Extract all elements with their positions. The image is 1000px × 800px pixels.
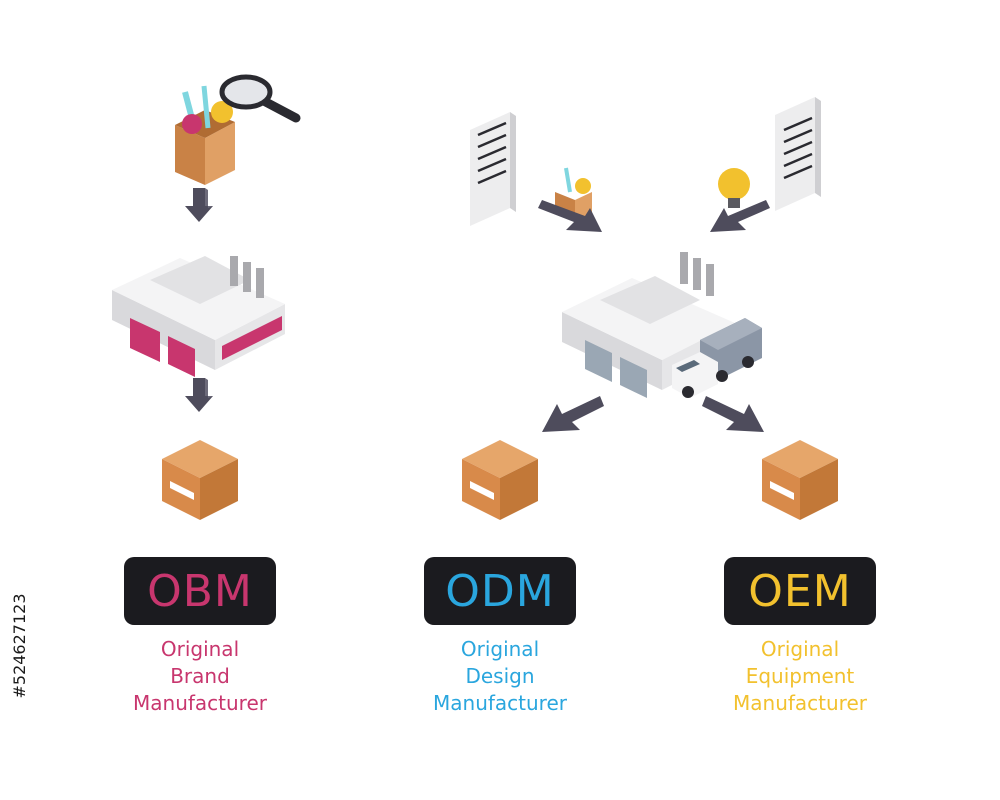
stock-id-label: #524627123 bbox=[10, 593, 29, 699]
odm-badge: ODM bbox=[424, 557, 576, 625]
obm-product-bag-icon bbox=[175, 85, 235, 185]
obm-factory-icon bbox=[112, 256, 285, 377]
obm-line-1: Original bbox=[160, 637, 240, 661]
arrow-down-icon bbox=[185, 188, 213, 222]
obm-box-icon bbox=[162, 440, 238, 520]
obm-badge: OBM bbox=[124, 557, 276, 625]
odm-line-1: Original bbox=[460, 637, 540, 661]
oem-badge: OEM bbox=[724, 557, 876, 625]
document-icon bbox=[775, 97, 821, 211]
obm-line-2: Brand bbox=[170, 664, 230, 688]
checklist-lines bbox=[783, 116, 813, 180]
oem-description: Original Equipment Manufacturer bbox=[680, 636, 920, 717]
odm-line-3: Manufacturer bbox=[433, 691, 567, 715]
arrow-icon bbox=[710, 200, 770, 232]
obm-line-3: Manufacturer bbox=[133, 691, 267, 715]
arrow-icon bbox=[702, 396, 764, 432]
truck-icon bbox=[672, 318, 762, 398]
checklist-lines bbox=[477, 121, 507, 185]
odm-acronym: ODM bbox=[445, 565, 555, 617]
oem-line-2: Equipment bbox=[745, 664, 855, 688]
arrow-icon bbox=[542, 396, 604, 432]
obm-description: Original Brand Manufacturer bbox=[80, 636, 320, 717]
odm-line-2: Design bbox=[465, 664, 535, 688]
lightbulb-icon bbox=[718, 168, 750, 208]
oem-line-1: Original bbox=[760, 637, 840, 661]
oem-line-3: Manufacturer bbox=[733, 691, 867, 715]
obm-acronym: OBM bbox=[147, 565, 253, 617]
odm-description: Original Design Manufacturer bbox=[380, 636, 620, 717]
arrow-down-icon bbox=[185, 378, 213, 412]
magnifier-icon bbox=[219, 74, 301, 123]
oem-box-icon bbox=[762, 440, 838, 520]
odm-box-icon bbox=[462, 440, 538, 520]
arrow-icon bbox=[538, 200, 602, 232]
oem-acronym: OEM bbox=[748, 565, 852, 617]
